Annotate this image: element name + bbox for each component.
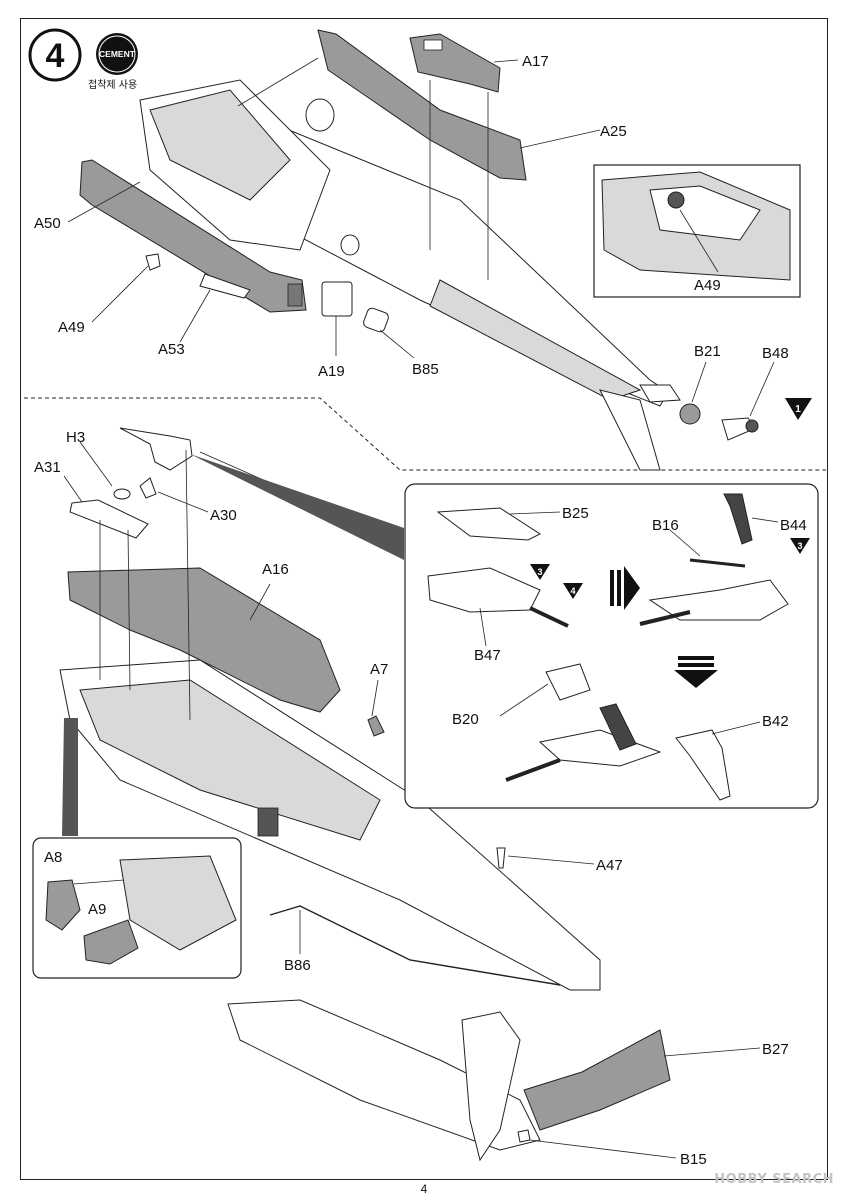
svg-text:B20: B20 — [452, 711, 479, 728]
svg-text:B44: B44 — [780, 517, 807, 534]
turret-assembly — [119, 427, 193, 471]
svg-text:B21: B21 — [694, 343, 721, 360]
part-h3 — [113, 488, 131, 500]
arrow-down-icon — [674, 656, 718, 688]
pointer-to-detail — [62, 718, 78, 836]
ref-marker-3a — [530, 564, 550, 580]
part-b20 — [545, 663, 591, 701]
step-number-badge: 4 — [28, 28, 82, 82]
svg-text:A50: A50 — [34, 215, 61, 232]
part-a19 — [321, 281, 353, 317]
cement-korean-label: 접착제 사용 — [88, 80, 138, 91]
svg-text:A49: A49 — [58, 319, 85, 336]
svg-text:A17: A17 — [522, 53, 549, 70]
part-b21 — [679, 403, 701, 425]
step-number: 4 — [46, 37, 65, 75]
page-frame — [20, 18, 828, 1180]
svg-text:B27: B27 — [762, 1041, 789, 1058]
cement-badge: CEMENT — [96, 33, 138, 75]
svg-text:A9: A9 — [88, 901, 106, 918]
part-a25 — [317, 29, 527, 181]
part-b27 — [523, 1029, 671, 1131]
svg-text:A25: A25 — [600, 123, 627, 140]
svg-text:B47: B47 — [474, 647, 501, 664]
part-a50 — [79, 159, 307, 313]
part-b15 — [517, 1129, 531, 1143]
svg-text:4: 4 — [570, 586, 575, 596]
watermark: HOBBY SEARCH — [714, 1172, 834, 1187]
part-a47 — [496, 847, 506, 869]
part-a7 — [367, 715, 385, 737]
svg-text:A7: A7 — [370, 661, 388, 678]
part-a49 — [145, 253, 161, 271]
part-a31 — [69, 499, 149, 539]
svg-text:A8: A8 — [44, 849, 62, 866]
svg-text:B42: B42 — [762, 713, 789, 730]
part-b86 — [269, 905, 561, 986]
svg-text:B85: B85 — [412, 361, 439, 378]
part-labels: A17 A25 A50 A49 A53 A19 B85 A49 B21 B48 … — [34, 53, 807, 1168]
tail-fin — [461, 1011, 521, 1162]
tail-boom — [227, 999, 541, 1151]
svg-text:B16: B16 — [652, 517, 679, 534]
top-fuselage — [139, 79, 681, 471]
svg-text:A30: A30 — [210, 507, 237, 524]
svg-text:B86: B86 — [284, 957, 311, 974]
part-a17 — [409, 33, 501, 93]
svg-text:A31: A31 — [34, 459, 61, 476]
part-a8 — [45, 879, 81, 931]
svg-text:A19: A19 — [318, 363, 345, 380]
svg-text:A47: A47 — [596, 857, 623, 874]
svg-text:B25: B25 — [562, 505, 589, 522]
part-a30 — [139, 477, 157, 499]
detail-inset-gun — [404, 483, 819, 809]
svg-text:A49: A49 — [694, 277, 721, 294]
svg-text:B15: B15 — [680, 1151, 707, 1168]
part-a9 — [83, 919, 139, 965]
cement-label: CEMENT — [99, 49, 136, 59]
svg-text:3: 3 — [797, 541, 802, 551]
svg-text:3: 3 — [537, 567, 542, 577]
part-a53 — [199, 273, 251, 299]
svg-text:1: 1 — [795, 404, 801, 415]
ref-marker-3b — [790, 538, 810, 554]
ref-marker-4 — [563, 583, 583, 599]
part-b25 — [436, 507, 542, 541]
part-b44 — [723, 493, 753, 545]
svg-text:A16: A16 — [262, 561, 289, 578]
pointer-to-inset — [190, 454, 404, 560]
svg-text:A53: A53 — [158, 341, 185, 358]
ref-marker-1 — [785, 398, 812, 420]
section-divider — [24, 397, 826, 471]
page-number: 4 — [420, 1182, 428, 1196]
part-b16 — [689, 558, 746, 568]
part-b85 — [363, 307, 389, 333]
part-b42 — [675, 729, 731, 801]
svg-text:H3: H3 — [66, 429, 85, 446]
svg-text:B48: B48 — [762, 345, 789, 362]
arrow-right-icon — [610, 566, 640, 610]
